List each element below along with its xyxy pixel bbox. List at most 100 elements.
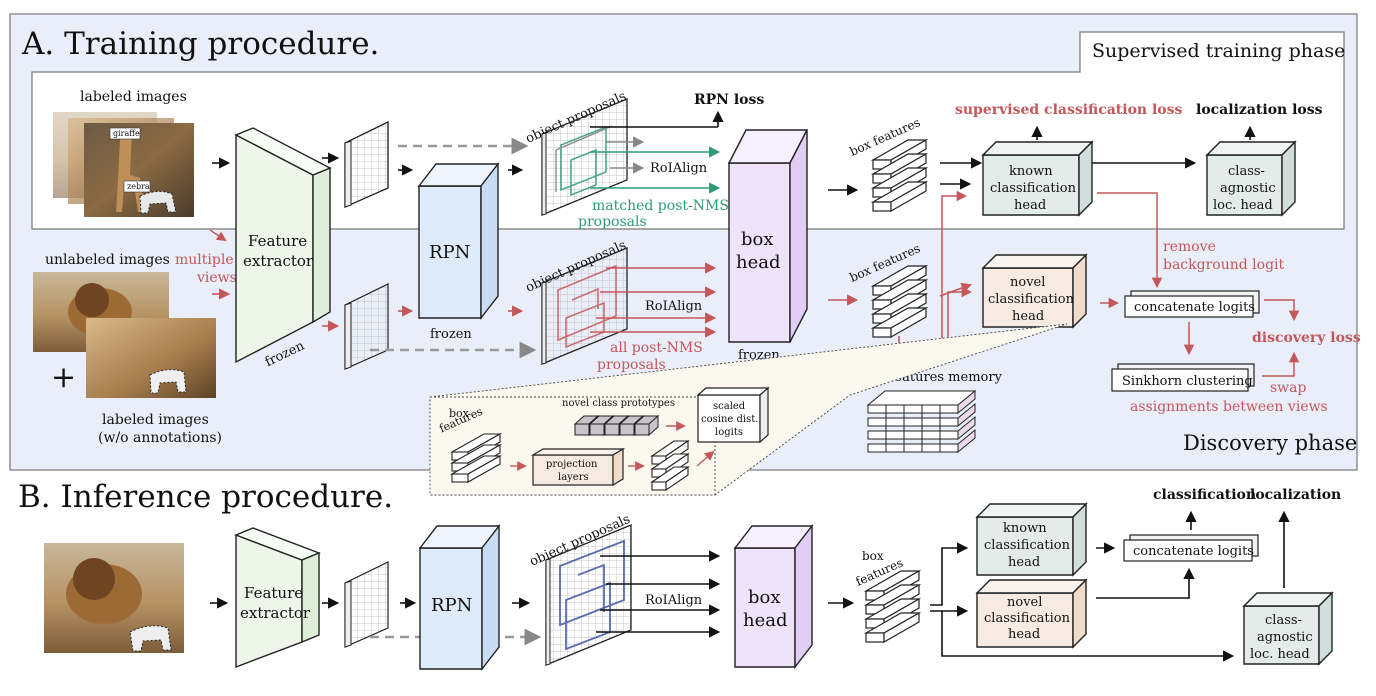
novel-head-side bbox=[1072, 253, 1087, 329]
inf-known-top bbox=[975, 503, 1088, 518]
inf-loc-side bbox=[1318, 591, 1333, 666]
scaled-logits-side bbox=[759, 386, 769, 444]
inset-features-stack bbox=[449, 433, 503, 483]
loc-head-label-3: loc. head bbox=[1213, 198, 1273, 213]
rpn-frozen-label: frozen bbox=[430, 327, 472, 342]
box-head-label-2: head bbox=[736, 252, 781, 273]
box-head-side bbox=[789, 129, 808, 343]
inf-known-label-3: head bbox=[1008, 555, 1040, 570]
inf-loc-top bbox=[1242, 592, 1334, 607]
inf-loc-label-2: agnostic bbox=[1257, 630, 1313, 645]
zebra-label: zebra bbox=[127, 182, 150, 191]
inf-split-arrow-loc bbox=[941, 611, 1235, 662]
inf-roialign-label: RoIAlign bbox=[645, 593, 703, 608]
feature-extractor-side bbox=[312, 166, 331, 324]
all-nms-label-1: all post-NMS bbox=[610, 340, 703, 356]
labeled-wo-label-2: (w/o annotations) bbox=[98, 430, 222, 446]
projection-label-2: layers bbox=[558, 472, 589, 483]
scaled-logits-top bbox=[696, 387, 770, 396]
known-head-top bbox=[981, 141, 1094, 156]
zebra-shape bbox=[139, 190, 177, 214]
arrow-concat-to-loss bbox=[1264, 299, 1300, 322]
zebra-tag bbox=[123, 180, 151, 193]
arrow-memory-to-known bbox=[941, 190, 968, 358]
labeled-wo-label-1: labeled images bbox=[102, 412, 209, 428]
inset-arrow-3 bbox=[696, 450, 715, 467]
inf-loc-label-1: class- bbox=[1265, 613, 1302, 628]
inference-title: B. Inference procedure. bbox=[18, 479, 393, 515]
inf-box-features-stack bbox=[863, 569, 922, 644]
box-features-stack-bottom bbox=[870, 264, 929, 339]
inf-classification-label: classification bbox=[1153, 487, 1256, 503]
inf-known-label-1: known bbox=[1003, 521, 1047, 536]
scaled-label-2: cosine dist. bbox=[701, 414, 758, 425]
inf-box-features-label-1: box bbox=[862, 549, 884, 563]
multiple-views-label-1: multiple bbox=[175, 252, 234, 268]
lion-mane bbox=[75, 283, 109, 317]
giraffe-label: giraffe bbox=[113, 129, 140, 138]
arrow-views-to-fe bbox=[209, 229, 227, 242]
giraffe-tag bbox=[109, 127, 141, 140]
prototypes-label: novel class prototypes bbox=[562, 398, 675, 409]
proposals-top-edge bbox=[541, 132, 547, 216]
matched-proposals-label-2: proposals bbox=[578, 214, 647, 230]
arrow-memory-to-novel bbox=[947, 286, 973, 358]
roialign-top-label: RoIAlign bbox=[650, 161, 708, 176]
all-nms-label-2: proposals bbox=[597, 357, 666, 373]
inf-fe-label-1: Feature bbox=[244, 584, 303, 602]
inf-novel-label-1: novel bbox=[1007, 595, 1042, 610]
inf-novel-side bbox=[1072, 578, 1087, 649]
proposals-bottom-edge bbox=[541, 281, 547, 365]
known-head-label-3: head bbox=[1014, 198, 1046, 213]
concat-box bbox=[1124, 295, 1254, 318]
inf-novel-top bbox=[975, 579, 1088, 594]
localization-loss-label: localization loss bbox=[1196, 102, 1323, 118]
inf-novel-label-2: classification bbox=[984, 611, 1071, 626]
scaled-label-1: scaled bbox=[713, 401, 746, 412]
arrow-known-to-concat bbox=[1097, 192, 1163, 289]
supervised-loss-label: supervised classification loss bbox=[955, 102, 1183, 118]
training-title: A. Training procedure. bbox=[21, 26, 379, 62]
novel-head-label-3: head bbox=[1012, 309, 1044, 324]
feature-map-top-edge bbox=[344, 140, 352, 208]
inf-known-side bbox=[1072, 502, 1087, 577]
proposal-boxes-top bbox=[560, 125, 607, 197]
inf-split-arrow-known bbox=[930, 542, 969, 606]
inf-loc-label-3: loc. head bbox=[1250, 647, 1310, 662]
inf-rpn-label: RPN bbox=[431, 595, 472, 616]
inf-rpn-side bbox=[481, 523, 500, 672]
discovery-loss-label: discovery loss bbox=[1252, 330, 1361, 346]
projection-box bbox=[532, 454, 614, 486]
inf-novel-label-3: head bbox=[1008, 627, 1040, 642]
sinkhorn-box bbox=[1111, 368, 1249, 392]
inset-projected-stack bbox=[650, 439, 690, 492]
known-head-label-1: known bbox=[1009, 164, 1053, 179]
inf-concat-box bbox=[1123, 539, 1253, 562]
rpn-side bbox=[480, 161, 499, 321]
known-head-label-2: classification bbox=[990, 181, 1077, 196]
inf-box-head-side bbox=[794, 523, 813, 670]
known-head-side bbox=[1078, 140, 1093, 217]
multiple-views-label-2: views bbox=[196, 270, 237, 286]
box-head-label-1: box bbox=[741, 229, 774, 250]
inf-concat-label: concatenate logits bbox=[1133, 544, 1254, 559]
proposal-boxes-top-grey bbox=[555, 125, 613, 192]
inf-box-head-label-2: head bbox=[743, 610, 788, 631]
inference-lion-mane bbox=[73, 558, 115, 600]
plus-sign: + bbox=[51, 360, 76, 395]
loc-head-side bbox=[1281, 140, 1296, 217]
arrow-inf-novel-to-concat bbox=[1096, 567, 1195, 599]
feature-extractor-top bbox=[234, 127, 332, 176]
labeled-images-label: labeled images bbox=[80, 89, 187, 105]
inf-box-head-label-1: box bbox=[748, 587, 781, 608]
inf-localization-label: localization bbox=[1250, 487, 1341, 503]
inf-feature-map-edge bbox=[344, 580, 352, 648]
arrow-sinkhorn-to-loss bbox=[1262, 351, 1300, 377]
inf-known-label-2: classification bbox=[984, 538, 1071, 553]
loc-head-label-2: agnostic bbox=[1220, 181, 1276, 196]
novel-head-label-2: classification bbox=[988, 292, 1075, 307]
projection-box-side bbox=[612, 447, 624, 487]
rpn-label: RPN bbox=[429, 242, 470, 263]
prototypes-blocks bbox=[573, 414, 660, 437]
loc-head-label-1: class- bbox=[1228, 164, 1265, 179]
